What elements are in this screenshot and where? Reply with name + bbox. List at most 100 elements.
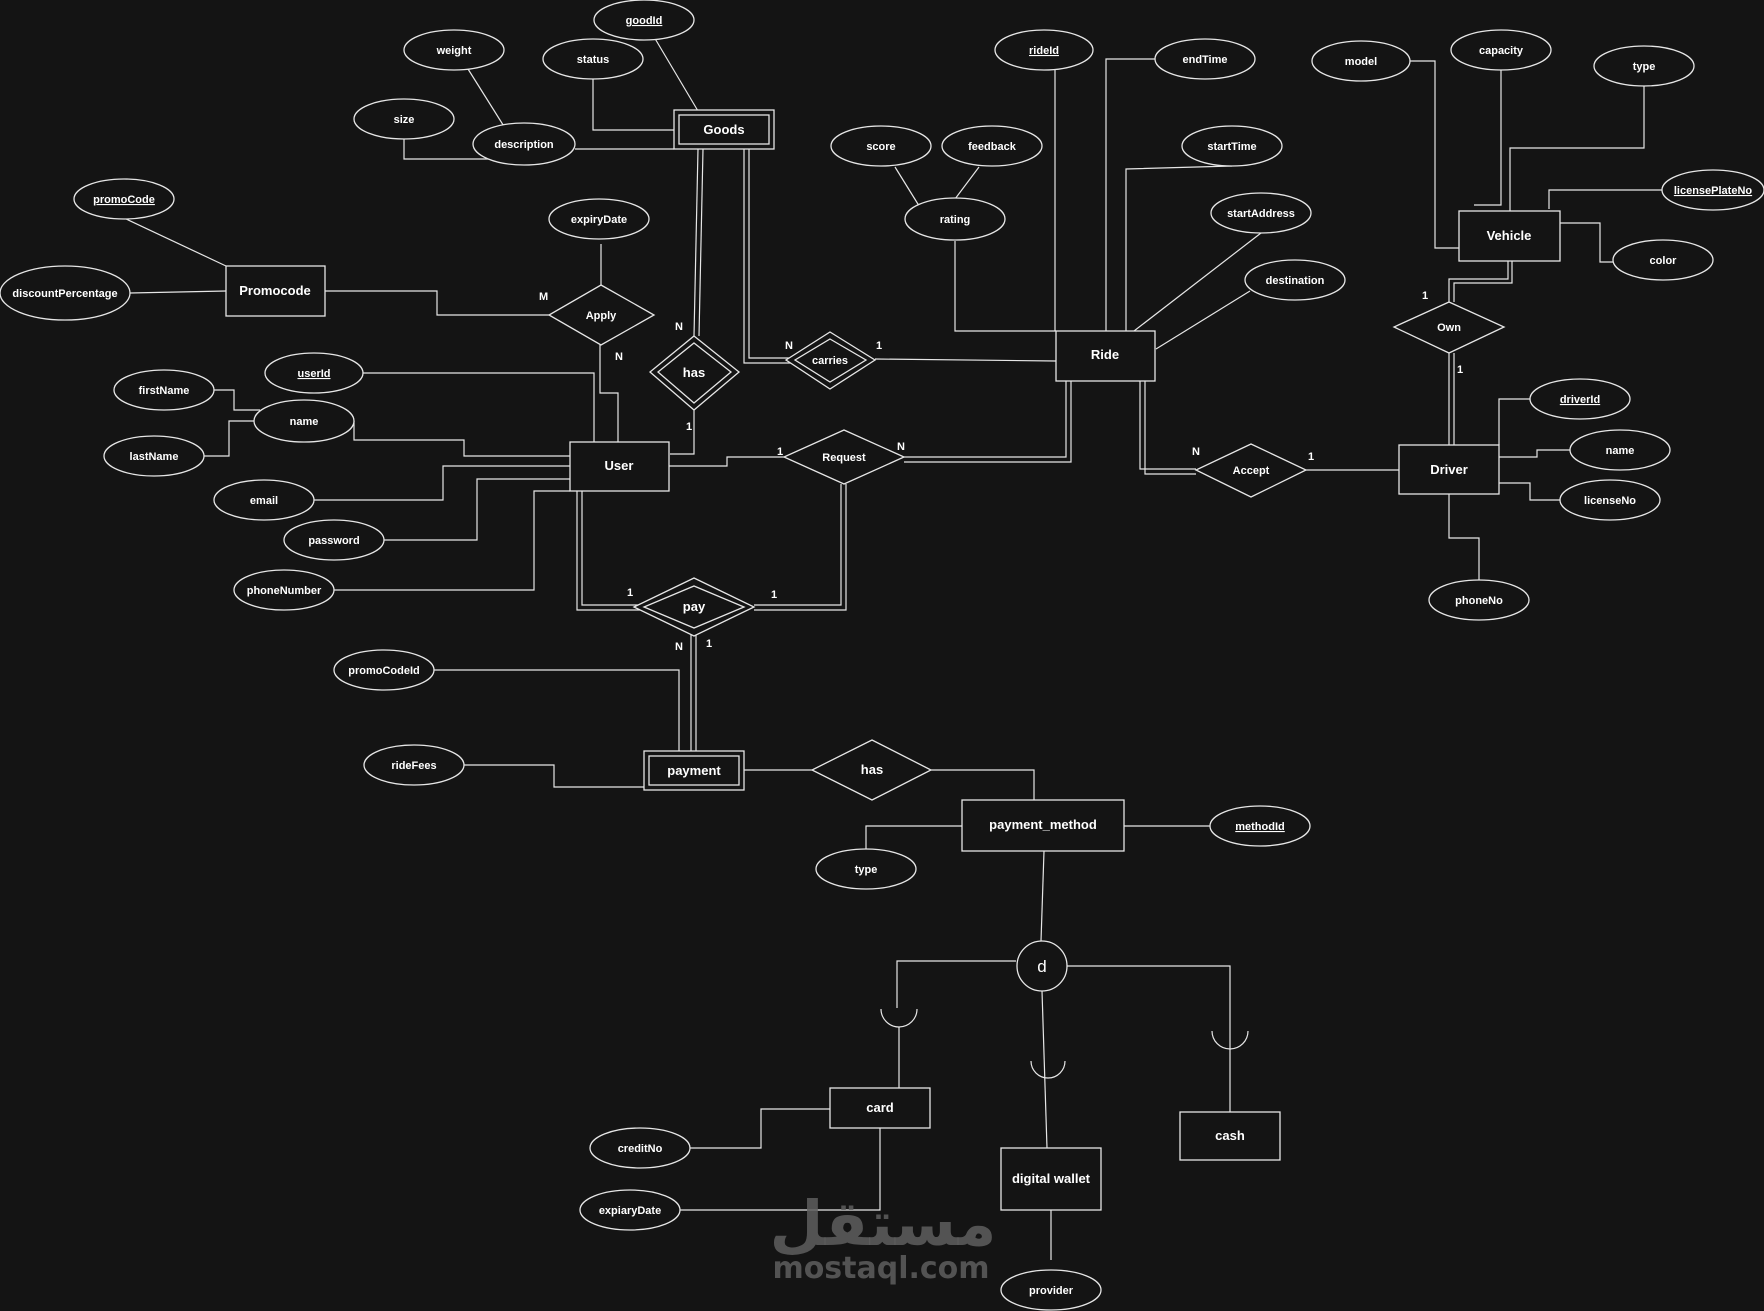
attr-discountPercentage: discountPercentage	[0, 265, 131, 321]
attr-type-method: type	[815, 848, 917, 890]
attr-capacity: capacity	[1450, 29, 1552, 71]
attr-email: email	[213, 479, 315, 521]
svg-text:type: type	[1633, 61, 1656, 73]
svg-text:score: score	[866, 141, 895, 153]
svg-text:name: name	[290, 416, 319, 428]
svg-text:has: has	[861, 762, 883, 777]
attr-destination: destination	[1244, 259, 1346, 301]
card-request-ride: N	[897, 441, 905, 453]
svg-text:rideFees: rideFees	[391, 760, 436, 772]
svg-text:startTime: startTime	[1207, 141, 1256, 153]
attr-score: score	[830, 125, 932, 167]
attr-licenseNo: licenseNo	[1559, 479, 1661, 521]
attr-licensePlateNo: licensePlateNo	[1661, 169, 1764, 211]
attr-lastName: lastName	[103, 435, 205, 477]
svg-text:methodId: methodId	[1235, 821, 1285, 833]
attr-size: size	[353, 98, 455, 140]
svg-text:name: name	[1606, 445, 1635, 457]
card-pay-request: 1	[771, 589, 777, 601]
relationship-has-goods: has	[648, 335, 741, 411]
svg-text:mostaql.com: mostaql.com	[772, 1251, 989, 1286]
svg-text:Accept: Accept	[1233, 465, 1270, 477]
attr-expiryDate: expiryDate	[548, 198, 650, 240]
entity-promocode: Promocode	[225, 265, 326, 317]
attr-name-driver: name	[1569, 429, 1671, 471]
card-pay-payment-n: N	[675, 641, 683, 653]
card-has-user: 1	[686, 421, 692, 433]
svg-text:digital wallet: digital wallet	[1012, 1171, 1091, 1186]
attr-startAddress: startAddress	[1210, 192, 1312, 234]
svg-text:promoCodeId: promoCodeId	[348, 665, 420, 677]
entity-ride: Ride	[1055, 330, 1156, 382]
attr-phoneNumber: phoneNumber	[233, 569, 335, 611]
specialization-disjoint: d	[1016, 940, 1068, 992]
card-apply-user: N	[615, 351, 623, 363]
svg-text:expiryDate: expiryDate	[571, 214, 627, 226]
relationship-apply: Apply	[547, 284, 656, 346]
svg-text:driverId: driverId	[1560, 394, 1600, 406]
svg-text:firstName: firstName	[139, 385, 190, 397]
attr-feedback: feedback	[941, 125, 1043, 167]
svg-text:promoCode: promoCode	[93, 194, 155, 206]
svg-text:startAddress: startAddress	[1227, 208, 1295, 220]
svg-text:capacity: capacity	[1479, 45, 1524, 57]
svg-text:User: User	[605, 458, 634, 473]
attr-methodId: methodId	[1209, 805, 1311, 847]
svg-text:model: model	[1345, 56, 1377, 68]
svg-text:phoneNumber: phoneNumber	[247, 585, 322, 597]
svg-text:rating: rating	[940, 214, 971, 226]
attr-expiaryDate: expiaryDate	[579, 1189, 681, 1231]
entity-card: card	[829, 1087, 931, 1129]
entity-digital-wallet: digital wallet	[1000, 1147, 1102, 1211]
entity-vehicle: Vehicle	[1458, 210, 1561, 262]
attr-driverId: driverId	[1529, 378, 1631, 420]
card-carries-goods: N	[785, 340, 793, 352]
card-accept-driver: 1	[1308, 451, 1314, 463]
svg-text:phoneNo: phoneNo	[1455, 595, 1503, 607]
entity-payment-method: payment_method	[961, 799, 1125, 852]
card-has-goods: N	[675, 321, 683, 333]
svg-text:Driver: Driver	[1430, 462, 1468, 477]
attr-promoCode: promoCode	[73, 178, 175, 220]
svg-text:goodId: goodId	[626, 15, 663, 27]
attr-firstName: firstName	[113, 369, 215, 411]
svg-text:pay: pay	[683, 599, 706, 614]
attr-type-vehicle: type	[1593, 45, 1695, 87]
svg-text:has: has	[683, 365, 705, 380]
svg-text:type: type	[855, 864, 878, 876]
svg-text:status: status	[577, 54, 609, 66]
attr-goodId: goodId	[593, 0, 695, 41]
relationship-has-method: has	[810, 739, 933, 801]
svg-text:card: card	[866, 1100, 894, 1115]
svg-text:weight: weight	[436, 45, 472, 57]
attr-rating: rating	[904, 197, 1006, 241]
svg-text:description: description	[494, 139, 554, 151]
card-own-driver: 1	[1457, 364, 1463, 376]
entity-user: User	[569, 441, 670, 492]
attr-promoCodeId: promoCodeId	[333, 649, 435, 691]
relationship-carries: carries	[784, 331, 877, 390]
svg-text:endTime: endTime	[1182, 54, 1227, 66]
svg-text:Ride: Ride	[1091, 347, 1119, 362]
attr-name-user: name	[253, 399, 355, 443]
attr-endTime: endTime	[1154, 38, 1256, 80]
card-pay-user: 1	[627, 587, 633, 599]
svg-text:discountPercentage: discountPercentage	[12, 288, 117, 300]
svg-text:userId: userId	[297, 368, 330, 380]
svg-text:Apply: Apply	[586, 310, 617, 322]
svg-text:payment: payment	[667, 763, 721, 778]
svg-text:licensePlateNo: licensePlateNo	[1674, 185, 1753, 197]
svg-text:licenseNo: licenseNo	[1584, 495, 1636, 507]
attr-color: color	[1612, 239, 1714, 281]
svg-text:creditNo: creditNo	[618, 1143, 663, 1155]
attr-phoneNo: phoneNo	[1428, 579, 1530, 621]
svg-text:carries: carries	[812, 355, 848, 367]
entity-cash: cash	[1179, 1111, 1281, 1161]
attr-startTime: startTime	[1181, 125, 1283, 167]
svg-text:payment_method: payment_method	[989, 817, 1097, 832]
relationship-request: Request	[782, 429, 906, 485]
svg-text:cash: cash	[1215, 1128, 1245, 1143]
entity-driver: Driver	[1398, 444, 1500, 495]
relationship-accept: Accept	[1194, 443, 1308, 498]
svg-text:Vehicle: Vehicle	[1487, 228, 1532, 243]
